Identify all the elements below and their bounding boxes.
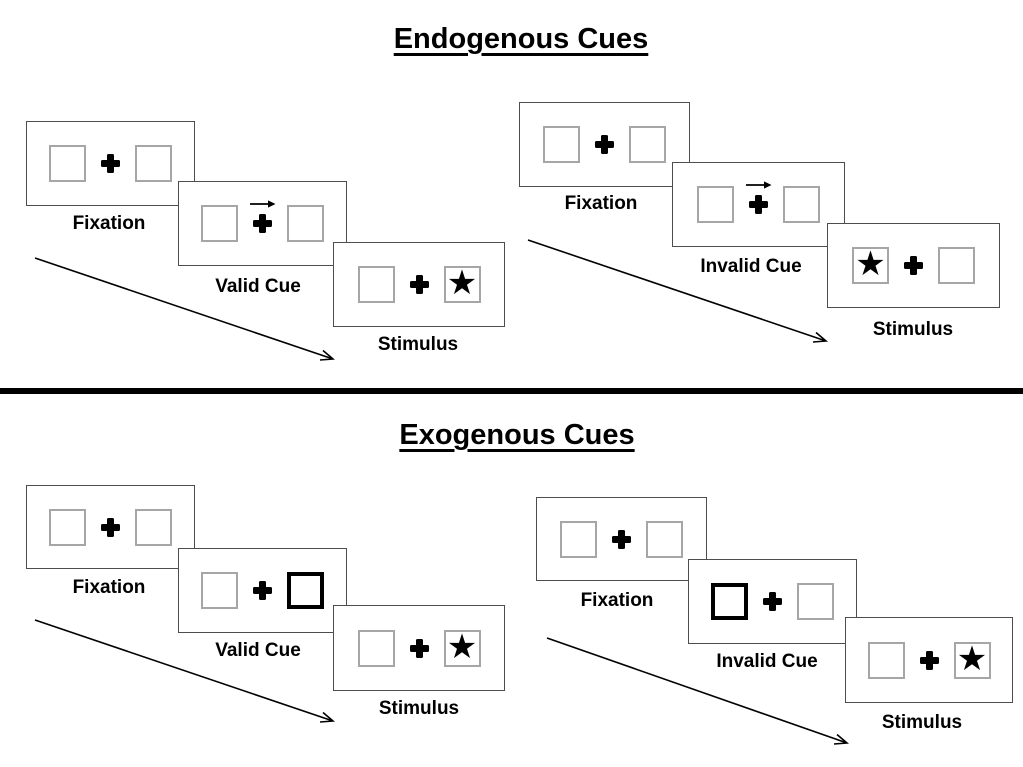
- fixation-cross-icon: [409, 275, 429, 294]
- fixation-cross-icon: [250, 200, 276, 233]
- fixation-cross-icon: [746, 181, 772, 214]
- panel-exogenous-valid-cue: [178, 548, 347, 633]
- right-box: [938, 247, 975, 284]
- panel-endogenous-valid-cue: [178, 181, 347, 266]
- fixation-cross-icon: [763, 592, 782, 611]
- right-box-bold-cue: [287, 572, 324, 609]
- panel-label-fixation: Fixation: [72, 213, 146, 234]
- left-box: [357, 266, 395, 303]
- section-divider: [0, 388, 1023, 394]
- timeline-arrow-icon: [34, 619, 335, 723]
- left-box: ★: [852, 245, 889, 284]
- right-box: [783, 186, 820, 223]
- fixation-cross-icon: [253, 581, 272, 600]
- panel-endogenous-invalid-cue: [672, 162, 845, 247]
- panel-label-valid-cue: Valid Cue: [215, 276, 301, 297]
- section-title-endogenous: Endogenous Cues: [393, 23, 649, 55]
- left-box: [697, 186, 734, 223]
- left-box: [201, 572, 238, 609]
- left-box: [543, 126, 580, 163]
- panel-label-stimulus: Stimulus: [881, 712, 963, 733]
- right-box: ★: [443, 264, 481, 303]
- fixation-cross-icon: [919, 650, 939, 670]
- star-icon: ★: [855, 245, 886, 283]
- right-box: ★: [443, 627, 481, 667]
- fixation-cross-icon: [904, 256, 923, 275]
- right-box: [135, 508, 172, 546]
- panel-exogenous-invalid-fixation: [536, 497, 707, 581]
- panel-label-fixation: Fixation: [580, 590, 654, 611]
- right-box: [287, 205, 324, 242]
- timeline-arrow-icon: [546, 637, 849, 745]
- panel-exogenous-invalid-stimulus: ★: [845, 617, 1013, 703]
- panel-endogenous-valid-fixation: [26, 121, 195, 206]
- star-icon: ★: [446, 264, 478, 302]
- left-box-bold-cue: [711, 583, 748, 620]
- fixation-cross-icon: [595, 135, 614, 154]
- left-box: [867, 641, 905, 679]
- panel-endogenous-valid-stimulus: ★: [333, 242, 505, 327]
- panel-label-valid-cue: Valid Cue: [215, 640, 301, 661]
- timeline-arrow-icon: [34, 257, 335, 361]
- fixation-cross-icon: [612, 529, 631, 549]
- cue-arrow-icon: [746, 181, 772, 189]
- panel-label-stimulus: Stimulus: [872, 319, 954, 340]
- right-box: ★: [953, 639, 991, 679]
- right-box: [797, 583, 834, 620]
- right-box: [646, 520, 683, 558]
- left-box: [357, 629, 395, 667]
- panel-label-fixation: Fixation: [564, 193, 638, 214]
- panel-label-fixation: Fixation: [72, 577, 146, 598]
- cue-arrow-icon: [250, 200, 276, 208]
- left-box: [49, 145, 86, 182]
- star-icon: ★: [446, 627, 478, 666]
- panel-label-stimulus: Stimulus: [378, 698, 460, 719]
- timeline-arrow-icon: [527, 239, 828, 343]
- fixation-cross-icon: [101, 154, 120, 173]
- panel-exogenous-valid-fixation: [26, 485, 195, 569]
- panel-endogenous-invalid-fixation: [519, 102, 690, 187]
- star-icon: ★: [956, 639, 988, 678]
- panel-exogenous-invalid-cue: [688, 559, 857, 644]
- fixation-cross-icon: [409, 638, 429, 658]
- left-box: [201, 205, 238, 242]
- panel-label-invalid-cue: Invalid Cue: [700, 256, 802, 277]
- left-box: [560, 520, 597, 558]
- panel-label-invalid-cue: Invalid Cue: [716, 651, 818, 672]
- panel-endogenous-invalid-stimulus: ★: [827, 223, 1000, 308]
- section-title-exogenous: Exogenous Cues: [399, 419, 635, 451]
- right-box: [629, 126, 666, 163]
- left-box: [49, 508, 86, 546]
- fixation-cross-icon: [101, 517, 120, 537]
- right-box: [135, 145, 172, 182]
- panel-label-stimulus: Stimulus: [377, 334, 459, 355]
- panel-exogenous-valid-stimulus: ★: [333, 605, 505, 691]
